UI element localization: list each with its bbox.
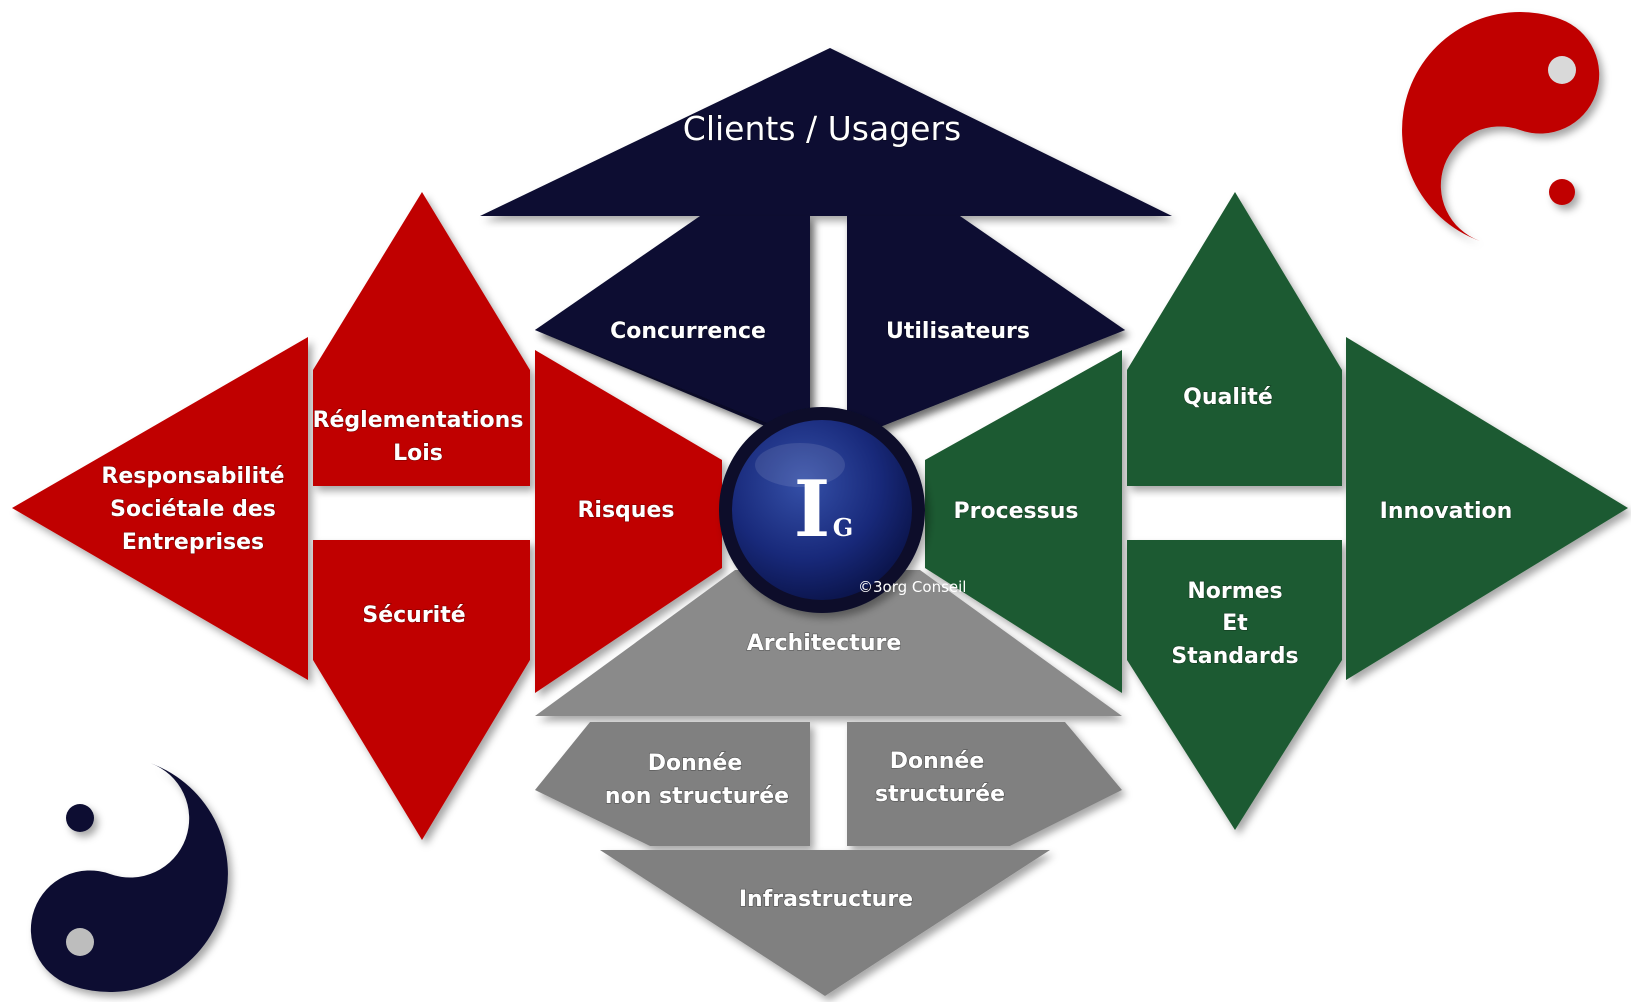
donnee-structuree-label-line2: structurée bbox=[875, 782, 1005, 807]
rse-label-line2: Sociétale des bbox=[110, 497, 276, 522]
yin-yang-navy-half-icon bbox=[30, 763, 228, 992]
infrastructure-label: Infrastructure bbox=[739, 887, 913, 912]
yin-yang-red-half-icon bbox=[1402, 12, 1600, 241]
securite-shape bbox=[313, 540, 530, 840]
processus-label: Processus bbox=[954, 499, 1079, 524]
risques-label: Risques bbox=[577, 498, 674, 523]
concurrence-label: Concurrence bbox=[610, 319, 766, 344]
center-ig-sub: G bbox=[833, 513, 854, 542]
normes-label-line2: Et bbox=[1222, 611, 1248, 636]
normes-label-line3: Standards bbox=[1171, 644, 1298, 669]
risques-shape bbox=[535, 350, 722, 693]
copyright-label: ©3org Conseil bbox=[858, 578, 966, 596]
rse-label-line1: Responsabilité bbox=[101, 464, 284, 489]
left-section bbox=[12, 192, 722, 840]
innovation-shape bbox=[1346, 337, 1628, 680]
processus-shape bbox=[925, 350, 1122, 693]
utilisateurs-block bbox=[847, 216, 1125, 440]
bottom-section bbox=[535, 570, 1122, 996]
infrastructure-shape bbox=[600, 850, 1050, 996]
normes-label-line1: Normes bbox=[1187, 579, 1282, 604]
utilisateurs-label: Utilisateurs bbox=[886, 319, 1030, 344]
donnee-non-structuree-shape bbox=[535, 722, 810, 846]
normes-shape bbox=[1127, 540, 1342, 830]
reglementations-label-line2: Lois bbox=[393, 441, 443, 466]
reglementations-shape bbox=[313, 192, 530, 486]
architecture-label: Architecture bbox=[747, 631, 902, 656]
donnee-structuree-shape bbox=[847, 722, 1122, 846]
top-lower-section bbox=[535, 216, 1125, 440]
clients-usagers-shape bbox=[480, 48, 1172, 216]
rse-label-line3: Entreprises bbox=[122, 530, 264, 555]
rse-shape bbox=[12, 337, 308, 680]
donnee-non-structuree-label-line2: non structurée bbox=[605, 784, 789, 809]
securite-label: Sécurité bbox=[362, 603, 465, 628]
qualite-label: Qualité bbox=[1183, 385, 1273, 410]
reglementations-label-line1: Réglementations bbox=[313, 408, 524, 433]
donnee-non-structuree-label-line1: Donnée bbox=[648, 751, 743, 776]
architecture-shape bbox=[535, 570, 1122, 716]
innovation-label: Innovation bbox=[1380, 499, 1513, 524]
center-ball bbox=[719, 407, 925, 613]
qualite-shape bbox=[1127, 192, 1342, 486]
concurrence-block bbox=[535, 216, 810, 440]
donnee-structuree-label-line1: Donnée bbox=[890, 749, 985, 774]
right-section bbox=[925, 192, 1628, 830]
center-circle bbox=[732, 420, 912, 600]
clients-usagers-label: Clients / Usagers bbox=[683, 109, 961, 148]
center-ig-main: I bbox=[794, 464, 831, 555]
